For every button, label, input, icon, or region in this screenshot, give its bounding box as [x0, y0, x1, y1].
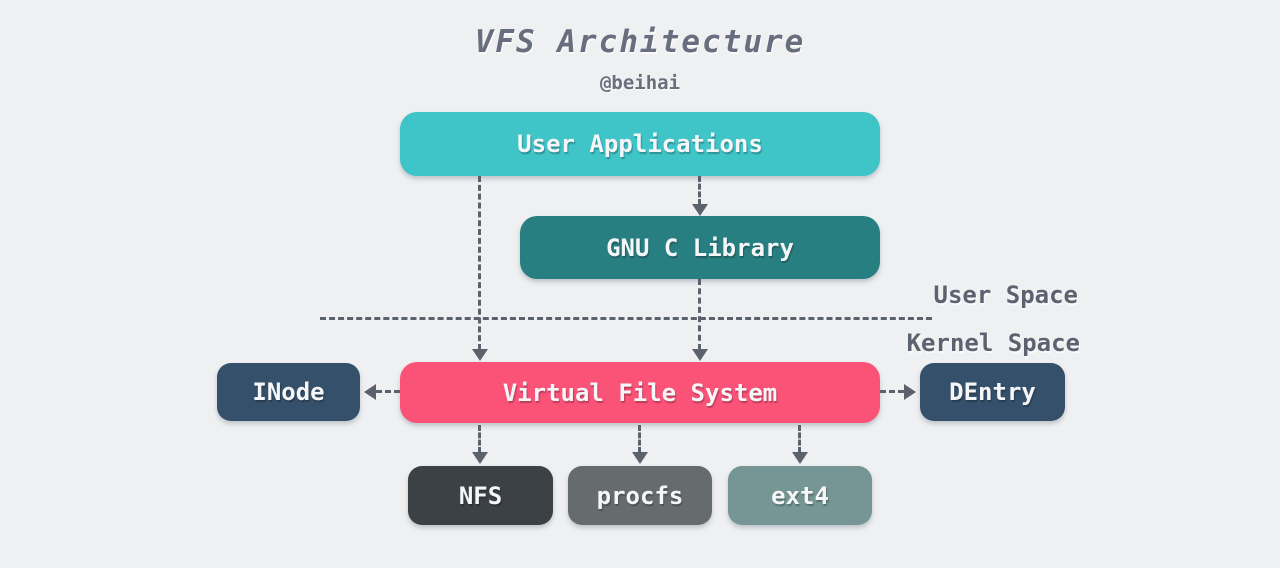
node-gnu-c-library: GNU C Library — [520, 216, 880, 279]
arrow-left-icon — [364, 384, 376, 400]
edge-vfs-to-procfs-line — [638, 425, 641, 453]
edge-user-apps-to-vfs-line — [478, 176, 481, 350]
node-inode-label: INode — [252, 378, 325, 406]
node-virtual-file-system-label: Virtual File System — [502, 378, 778, 407]
node-procfs-label: procfs — [596, 481, 684, 510]
edge-vfs-to-ext4-line — [798, 425, 801, 453]
user-space-label: User Space — [933, 281, 1079, 309]
arrow-down-icon — [472, 452, 488, 464]
node-user-applications: User Applications — [400, 112, 880, 176]
node-virtual-file-system: Virtual File System — [400, 362, 880, 423]
edge-glibc-to-vfs-line — [698, 279, 701, 350]
edge-vfs-to-inode-line — [376, 390, 400, 393]
edge-user-apps-to-glibc-line — [698, 176, 701, 205]
node-dentry: DEntry — [920, 363, 1065, 421]
node-nfs: NFS — [408, 466, 553, 525]
node-user-applications-label: User Applications — [517, 130, 763, 158]
node-procfs: procfs — [568, 466, 712, 525]
edge-vfs-to-nfs-line — [478, 425, 481, 453]
edge-vfs-to-dentry-line — [880, 390, 904, 393]
node-nfs-label: NFS — [458, 481, 503, 510]
kernel-space-label: Kernel Space — [906, 329, 1080, 357]
node-ext4: ext4 — [728, 466, 872, 525]
user-kernel-divider-line — [320, 317, 932, 320]
arrow-down-icon — [792, 452, 808, 464]
arrow-down-icon — [632, 452, 648, 464]
node-dentry-label: DEntry — [949, 378, 1036, 406]
arrow-down-icon — [472, 349, 488, 361]
node-ext4-label: ext4 — [771, 481, 829, 510]
arrow-down-icon — [692, 204, 708, 216]
node-inode: INode — [217, 363, 360, 421]
arrow-right-icon — [904, 384, 916, 400]
node-gnu-c-library-label: GNU C Library — [606, 233, 794, 262]
author-handle: @beihai — [599, 72, 681, 94]
arrow-down-icon — [692, 349, 708, 361]
diagram-title: VFS Architecture — [474, 24, 806, 60]
